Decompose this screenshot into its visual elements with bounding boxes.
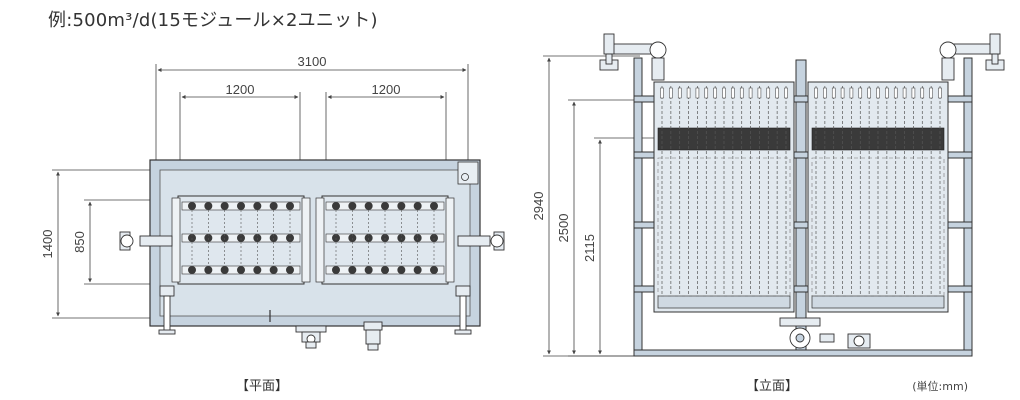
- plan-module-cap: [237, 266, 245, 274]
- elev-caption: 【立面】: [746, 379, 798, 394]
- plan-left-piping: [119, 231, 176, 335]
- plan-module-cap: [381, 202, 389, 210]
- plan-module-cap: [269, 266, 278, 274]
- plan-module-cap: [364, 202, 373, 210]
- plan-unit-1: [171, 195, 311, 285]
- elev-unit-1: [653, 81, 795, 313]
- plan-module-cap: [397, 202, 406, 210]
- plan-dim-overall-width: [155, 64, 469, 160]
- plan-module-cap: [348, 266, 357, 274]
- elev-frame: [633, 57, 973, 357]
- plan-bottom-pump-left: [295, 325, 327, 349]
- elev-unit-2: [807, 81, 949, 313]
- plan-module-cap: [253, 266, 262, 274]
- plan-dim-overall-depth: [52, 169, 160, 319]
- plan-module-cap: [220, 202, 229, 210]
- plan-module-cap: [430, 266, 438, 274]
- plan-module-cap: [286, 266, 294, 274]
- plan-module-cap: [332, 266, 340, 274]
- plan-module-units: [171, 195, 455, 285]
- plan-dim-unit-width-left-label: 1200: [226, 82, 255, 97]
- plan-module-cap: [286, 202, 294, 210]
- elev-dim-overall-height: [543, 55, 640, 357]
- plan-control-gauge-icon: [461, 173, 469, 181]
- plan-unit-2: [315, 195, 455, 285]
- plan-module-cap: [188, 202, 196, 210]
- plan-module-cap: [269, 202, 278, 210]
- plan-module-cap: [348, 202, 357, 210]
- plan-module-cap: [381, 266, 389, 274]
- plan-module-cap: [413, 266, 422, 274]
- plan-control-box: [457, 161, 479, 185]
- plan-dim-overall-width-label: 3100: [298, 54, 327, 69]
- plan-dim-overall-depth-label: 1400: [40, 230, 55, 259]
- plan-module-cap: [364, 266, 373, 274]
- unit-note: (単位:mm): [912, 379, 968, 393]
- elev-dim-height-2-label: 2500: [556, 214, 571, 243]
- plan-module-cap: [204, 202, 213, 210]
- plan-view: 3100 1200 1200 1400 850: [40, 54, 505, 394]
- plan-module-cap: [413, 202, 422, 210]
- plan-module-cap: [332, 202, 340, 210]
- plan-module-cap: [397, 266, 406, 274]
- elev-dim-height-3: [594, 137, 660, 355]
- elev-top-piping: [599, 33, 1005, 81]
- elevation-view: 2940 2500 2115: [531, 33, 1005, 394]
- figure-title: 例:500m³/d(15モジュール×2ユニット): [48, 10, 378, 31]
- plan-dim-inner-depth-label: 850: [72, 231, 87, 253]
- plan-module-cap: [188, 266, 196, 274]
- plan-module-cap: [204, 266, 213, 274]
- plan-caption: 【平面】: [236, 379, 288, 394]
- elev-dim-overall-height-label: 2940: [531, 192, 546, 221]
- plan-module-cap: [430, 202, 438, 210]
- plan-bottom-pump-right: [363, 321, 383, 351]
- plan-dim-unit-width-right-label: 1200: [372, 82, 401, 97]
- plan-module-cap: [253, 202, 262, 210]
- elev-bottom-pump: [779, 317, 871, 349]
- plan-right-piping: [454, 231, 505, 335]
- plan-module-cap: [220, 266, 229, 274]
- elev-dim-height-3-label: 2115: [582, 234, 597, 262]
- plan-module-cap: [237, 202, 245, 210]
- elev-module-units: [653, 81, 949, 313]
